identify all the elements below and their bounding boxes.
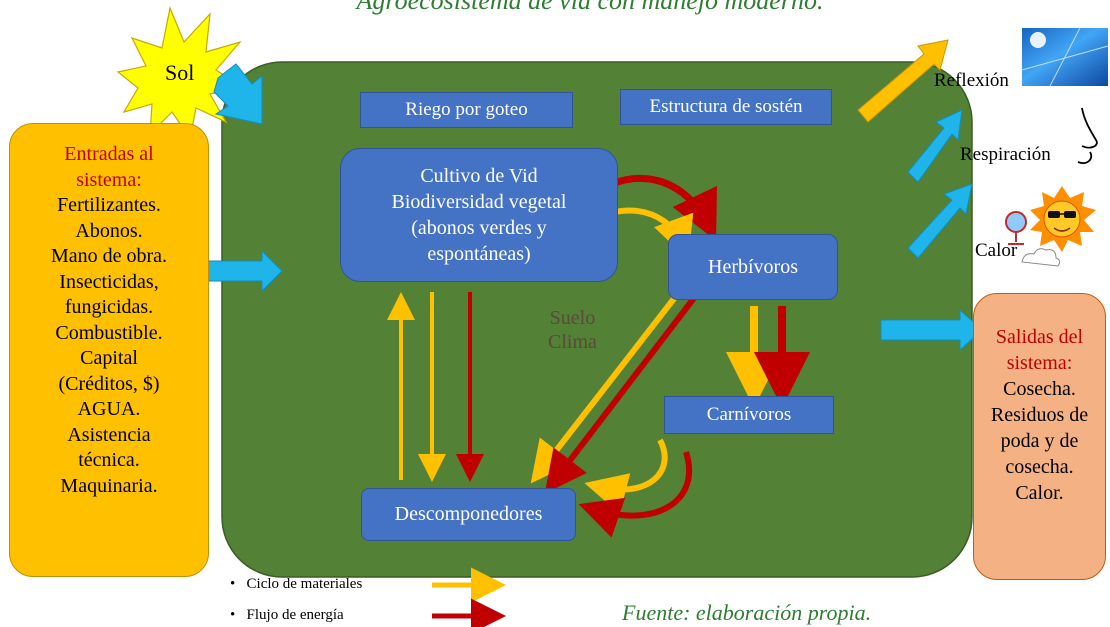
input-item: Capital	[80, 347, 138, 369]
input-item: Asistencia	[67, 423, 151, 446]
inputs-box: Entradas al sistema: Fertilizantes. Abon…	[9, 123, 209, 577]
input-item: técnica.	[78, 449, 140, 471]
input-item: fungicidas.	[64, 296, 154, 318]
respiration-arrow	[907, 109, 963, 183]
output-item: cosecha.	[1005, 456, 1074, 478]
fan-icon	[1005, 211, 1027, 245]
output-item: Residuos de	[990, 404, 1089, 426]
output-item: poda y de	[1000, 430, 1079, 452]
input-arrow	[207, 249, 283, 293]
input-item: AGUA.	[77, 398, 141, 420]
reflection-label: Reflexión	[934, 70, 1009, 91]
heat-label: Calor	[975, 240, 1018, 261]
energy-carnivoros-descomponedores	[578, 451, 693, 538]
material-carnivoros-descomponedores	[584, 438, 668, 514]
source-note: Fuente: elaboración propia.	[622, 600, 872, 625]
node-cultivo: Cultivo de Vid Biodiversidad vegetal (ab…	[340, 148, 618, 282]
legend-energy: • Flujo de energía	[230, 607, 344, 623]
input-item: (Créditos, $)	[58, 372, 160, 395]
material-herbivoros-descomponedores	[530, 294, 679, 484]
output-arrow	[880, 308, 983, 352]
node-descomponedores: Descomponedores	[361, 488, 576, 541]
input-item: Fertilizantes.	[57, 194, 161, 216]
reflection-arrow	[857, 39, 949, 123]
inputs-heading-line: sistema:	[76, 168, 142, 191]
legend-energy-label: Flujo de energía	[246, 607, 344, 623]
input-item: Maquinaria.	[60, 474, 158, 497]
nose-icon	[1077, 107, 1098, 164]
input-item: Combustible.	[55, 321, 163, 344]
output-item: Calor.	[1015, 482, 1064, 504]
legend-materials-label: Ciclo de materiales	[246, 576, 363, 592]
node-riego: Riego por goteo	[360, 92, 573, 128]
outputs-heading-line: sistema:	[1006, 352, 1073, 374]
hot-sun-icon	[1030, 186, 1096, 252]
diagram-title: Agroecosistema de vid con manejo moderno…	[356, 0, 824, 15]
outputs-box: Salidas del sistema: Cosecha. Residuos d…	[973, 293, 1106, 580]
node-cultivo-line: (abonos verdes y	[411, 217, 547, 239]
environment-line: Suelo	[549, 307, 596, 329]
outputs-heading-line: Salidas del	[995, 326, 1084, 348]
cloud-icon	[1021, 248, 1061, 267]
legend-materials: • Ciclo de materiales	[230, 576, 363, 592]
inputs-heading-line: Entradas al	[64, 143, 154, 165]
environment-label: Suelo Clima	[548, 306, 597, 354]
heat-arrow	[907, 183, 973, 259]
node-cultivo-line: Cultivo de Vid	[420, 165, 538, 187]
energy-herbivoros-descomponedores	[544, 296, 697, 494]
respiration-label: Respiración	[960, 144, 1051, 165]
input-item: Insecticidas,	[59, 270, 159, 293]
environment-line: Clima	[548, 331, 597, 353]
ecosystem-area	[221, 61, 973, 578]
solar-panel-icon	[1021, 27, 1109, 87]
node-cultivo-line: Biodiversidad vegetal	[391, 191, 567, 213]
node-herbivoros: Herbívoros	[668, 234, 838, 300]
output-item: Cosecha.	[1003, 378, 1076, 400]
node-carnivoros: Carnívoros	[664, 396, 834, 434]
node-estructura: Estructura de sostén	[620, 89, 832, 125]
node-cultivo-line: espontáneas)	[427, 243, 531, 265]
input-item: Abonos.	[75, 219, 143, 242]
sun-label: Sol	[165, 60, 195, 85]
input-item: Mano de obra.	[50, 245, 168, 267]
sun-energy-arrow	[213, 63, 263, 125]
